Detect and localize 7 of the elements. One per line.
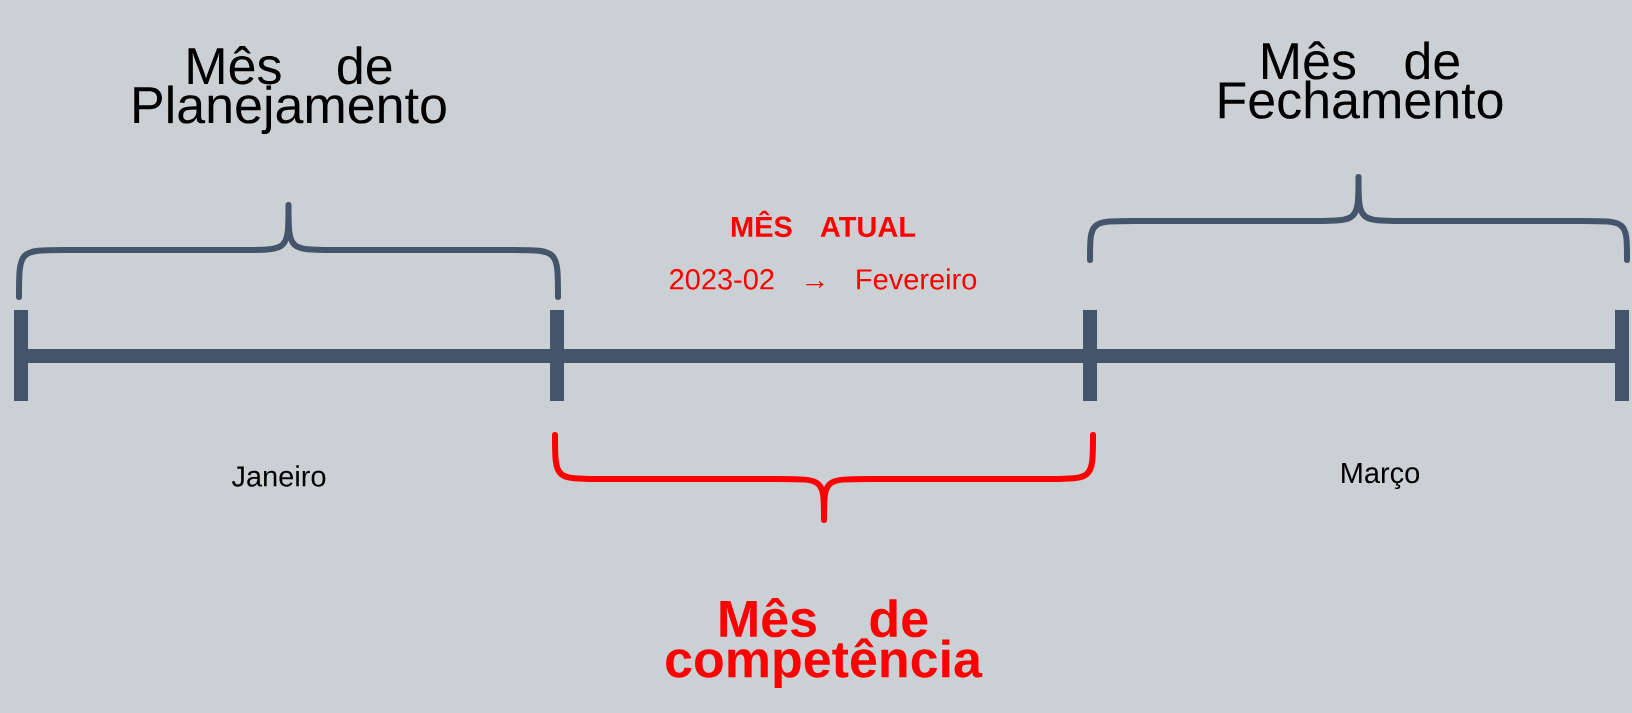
month-label: Março	[1342, 462, 1420, 490]
current-month-heading: MÊS ATUAL	[731, 210, 916, 238]
period-heading: Mês de Fechamento	[1219, 41, 1503, 119]
month-label: Janeiro	[231, 465, 326, 487]
period-heading: Mês de Planejamento	[134, 46, 446, 134]
competence-heading: Mês de competência	[666, 598, 983, 688]
current-month-note: 2023-02 → Fevereiro	[670, 268, 977, 290]
